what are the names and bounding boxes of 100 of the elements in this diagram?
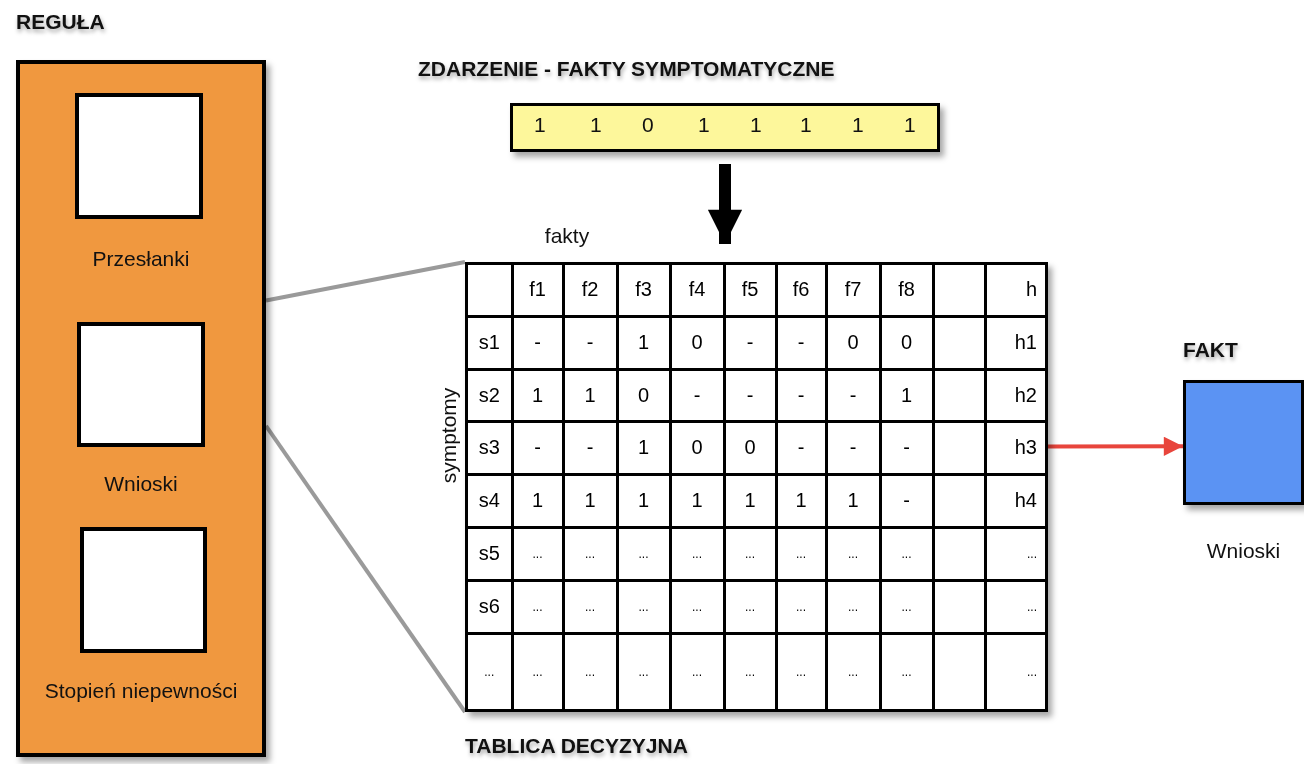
table-cell: 0: [725, 422, 775, 473]
table-cell: f4: [671, 265, 723, 315]
table-cell: 1: [827, 475, 879, 526]
axis-caption: symptomy: [435, 386, 461, 486]
table-cell: -: [777, 370, 825, 420]
table-cell: -: [513, 317, 562, 368]
section-heading: TABLICA DECYZYJNA: [465, 734, 689, 758]
bit-value: 1: [852, 113, 865, 137]
bit-value: 1: [534, 113, 547, 137]
table-cell: ...: [671, 634, 723, 709]
table-cell: -: [881, 422, 932, 473]
table-cell: ...: [618, 528, 669, 579]
table-cell: ...: [618, 581, 669, 632]
table-cell: 1: [881, 370, 932, 420]
table-cell: 1: [618, 475, 669, 526]
table-cell: 1: [513, 475, 562, 526]
table-cell: s5: [468, 528, 511, 579]
table-cell: ...: [827, 528, 879, 579]
table-cell: -: [725, 317, 775, 368]
table-cell: s6: [468, 581, 511, 632]
table-cell: f7: [827, 265, 879, 315]
arrow: [707, 164, 743, 244]
table-cell: h: [986, 265, 1045, 315]
table-cell: 1: [618, 422, 669, 473]
table-cell: f3: [618, 265, 669, 315]
bit-value: 1: [590, 113, 603, 137]
table-cell: ...: [513, 634, 562, 709]
table-cell: f8: [881, 265, 932, 315]
table-cell: f5: [725, 265, 775, 315]
table-cell: -: [513, 422, 562, 473]
table-cell: ...: [827, 634, 879, 709]
table-cell: ...: [564, 634, 616, 709]
table-cell: ...: [671, 581, 723, 632]
table-cell: h4: [986, 475, 1045, 526]
table-cell: ...: [725, 634, 775, 709]
table-cell: 0: [671, 317, 723, 368]
table-cell: 1: [564, 370, 616, 420]
table-cell: s4: [468, 475, 511, 526]
section-heading: FAKT: [1183, 338, 1239, 362]
table-cell: -: [777, 422, 825, 473]
table-cell: -: [671, 370, 723, 420]
axis-caption: fakty: [543, 223, 591, 249]
table-cell: 0: [827, 317, 879, 368]
table-cell: ...: [513, 528, 562, 579]
table-cell: ...: [468, 634, 511, 709]
table-cell: 1: [513, 370, 562, 420]
table-cell: h2: [986, 370, 1045, 420]
table-cell: h3: [986, 422, 1045, 473]
table-cell: 1: [671, 475, 723, 526]
table-cell: ...: [986, 634, 1045, 709]
box-caption: Wnioski: [1205, 538, 1282, 564]
table-cell: 0: [671, 422, 723, 473]
table-cell: ...: [881, 634, 932, 709]
table-cell: 0: [881, 317, 932, 368]
bit-value: 0: [642, 113, 655, 137]
table-cell: f6: [777, 265, 825, 315]
table-cell: ...: [777, 634, 825, 709]
connector-line: [265, 260, 466, 303]
bit-value: 1: [750, 113, 763, 137]
table-cell: 1: [618, 317, 669, 368]
table-cell: -: [777, 317, 825, 368]
table-cell: s1: [468, 317, 511, 368]
table-cell: s2: [468, 370, 511, 420]
table-cell: ...: [618, 634, 669, 709]
table-cell: -: [827, 422, 879, 473]
table-cell: ...: [564, 581, 616, 632]
table-cell: f1: [513, 265, 562, 315]
section-heading: ZDARZENIE - FAKTY SYMPTOMATYCZNE: [418, 57, 836, 81]
box-caption: Wnioski: [103, 471, 179, 497]
table-cell: ...: [671, 528, 723, 579]
connector-line: [264, 424, 467, 714]
table-cell: -: [725, 370, 775, 420]
box-caption: Przesłanki: [91, 246, 191, 272]
table-cell: ...: [513, 581, 562, 632]
table-cell: 1: [725, 475, 775, 526]
table-cell: f2: [564, 265, 616, 315]
table-cell: -: [564, 422, 616, 473]
arrow: [1048, 436, 1183, 456]
table-cell: 0: [618, 370, 669, 420]
table-cell: ...: [725, 528, 775, 579]
table-cell: -: [881, 475, 932, 526]
table-cell: h1: [986, 317, 1045, 368]
table-cell: -: [564, 317, 616, 368]
box-caption: Stopień niepewności: [43, 678, 239, 704]
table-cell: ...: [564, 528, 616, 579]
table-cell: ...: [777, 528, 825, 579]
bit-value: 1: [698, 113, 711, 137]
table-cell: ...: [777, 581, 825, 632]
bit-value: 1: [904, 113, 917, 137]
table-cell: 1: [777, 475, 825, 526]
table-cell: 1: [564, 475, 616, 526]
table-cell: ...: [725, 581, 775, 632]
bit-value: 1: [800, 113, 813, 137]
table-cell: ...: [881, 528, 932, 579]
table-cell: ...: [827, 581, 879, 632]
table-cell: ...: [986, 581, 1045, 632]
table-cell: -: [827, 370, 879, 420]
table-cell: ...: [881, 581, 932, 632]
table-cell: ...: [986, 528, 1045, 579]
table-cell: s3: [468, 422, 511, 473]
